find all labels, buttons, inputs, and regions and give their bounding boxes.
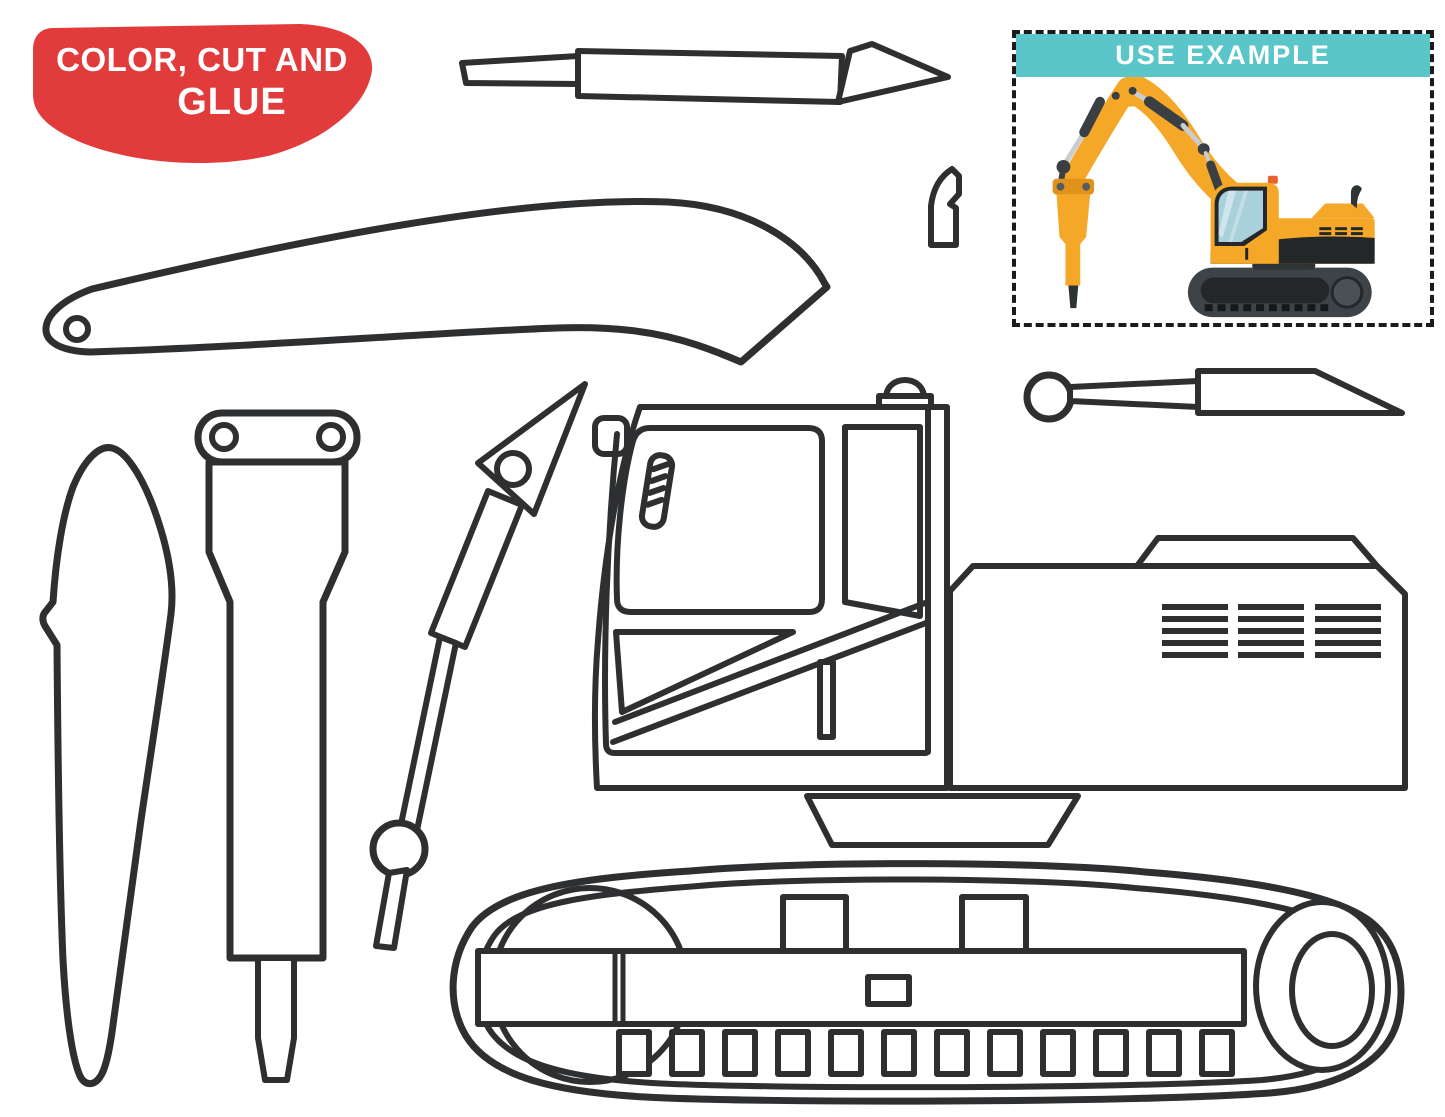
track-frame-square	[959, 894, 1029, 957]
bracket-hole	[209, 422, 239, 452]
badge-title-line2: GLUE	[177, 81, 287, 124]
chisel-bit-outline	[255, 955, 297, 1083]
boom-cylinder-outline	[459, 41, 951, 105]
badge-text: COLOR, CUT AND GLUE	[28, 22, 376, 172]
track-roller-pads	[616, 1029, 1235, 1077]
exhaust-pipe-outline	[928, 166, 962, 248]
stick-blade-outline	[39, 444, 176, 1088]
example-beacon-light	[1267, 175, 1278, 184]
example-exhaust	[1350, 185, 1362, 209]
boom-arm-outline	[42, 197, 831, 366]
title-badge: COLOR, CUT AND GLUE	[28, 22, 376, 172]
badge-title-line1: COLOR, CUT AND	[56, 41, 348, 78]
arm-cylinder-outline	[369, 381, 588, 951]
example-banner: USE EXAMPLE	[1016, 34, 1430, 77]
ball-joint-outline	[369, 819, 429, 879]
piston-rod-outline	[1023, 368, 1405, 423]
track-frame-bar	[475, 948, 1247, 1027]
mirror-outline	[592, 415, 630, 457]
example-illustration	[1052, 77, 1375, 318]
engine-grilles	[1162, 604, 1381, 658]
example-cab	[1210, 175, 1279, 264]
example-box: USE EXAMPLE	[1012, 30, 1434, 327]
wiper-detail	[638, 452, 676, 530]
engine-body-outline	[947, 535, 1408, 791]
example-track	[1187, 267, 1372, 318]
track-frame-slot	[865, 974, 912, 1007]
bracket-hole	[316, 422, 346, 452]
cylinder-body-outline	[575, 48, 845, 105]
track-outline	[449, 860, 1405, 1105]
slew-base-outline	[804, 793, 1081, 848]
cab-outline	[591, 377, 950, 791]
ball-joint-outline	[1023, 371, 1075, 423]
breaker-bracket-outline	[194, 409, 361, 466]
side-window-outline	[842, 424, 923, 619]
example-breaker	[1052, 178, 1095, 309]
example-title: USE EXAMPLE	[1115, 40, 1331, 70]
sprocket-hub-outline	[1289, 931, 1375, 1049]
example-slew-base	[1252, 261, 1316, 270]
pivot-hole	[63, 315, 91, 343]
lower-window-outline	[613, 629, 796, 715]
example-excavator	[1052, 77, 1375, 318]
hood-outline	[1134, 535, 1380, 569]
cylinder-wedge-outline	[835, 41, 951, 105]
badge-blob	[33, 24, 373, 164]
door-handle-slot	[817, 659, 836, 740]
hydraulic-breaker-outline	[194, 409, 361, 1083]
arrow-head-hole	[494, 450, 532, 488]
cylinder-rod-outline	[459, 53, 581, 87]
breaker-body-outline	[205, 458, 349, 962]
track-frame-square	[780, 894, 849, 957]
example-hydraulic-cylinders	[1056, 86, 1224, 195]
